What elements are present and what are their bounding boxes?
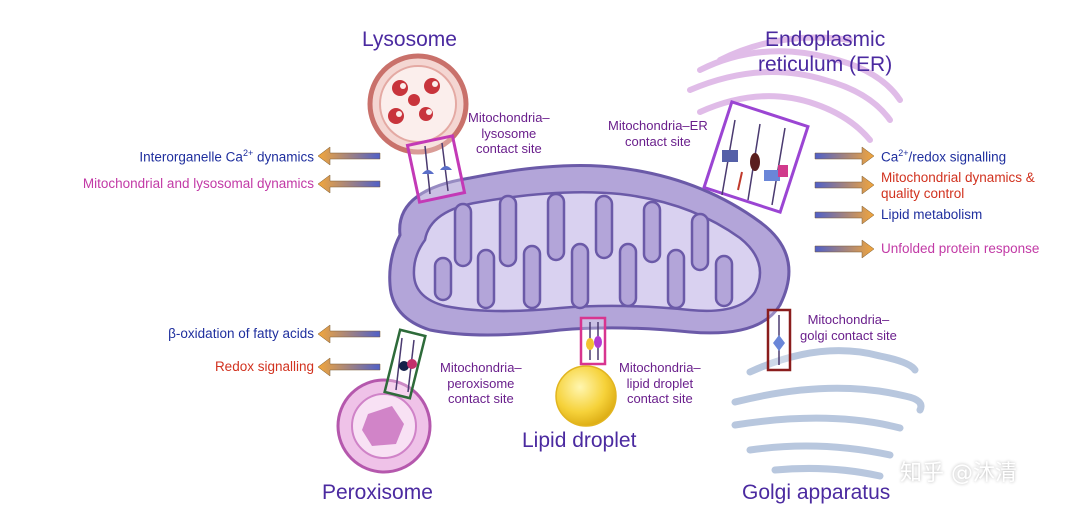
func-upr: Unfolded protein response [881,241,1040,256]
er-title: Endoplasmic reticulum (ER) [758,28,893,77]
func-redox-signalling: Redox signalling [214,359,314,374]
arrow-redox-left [317,357,381,377]
arrow-lipid-right [814,205,875,225]
lysosome-organelle [367,53,469,155]
golgi-title: Golgi apparatus [742,481,891,504]
func-ca-redox: Ca2+/redox signalling [881,148,1007,165]
right-arrows [814,146,875,259]
arrow-mito-dyn-right [814,175,875,195]
golgi-contact-label: Mitochondria– golgi contact site [800,312,897,343]
arrow-mito-lyso-left [317,174,381,194]
arrow-ca-right [814,146,875,166]
arrow-beta-ox-left [317,324,381,344]
er-contact-label: Mitochondria–ER contact site [608,118,708,149]
golgi-organelle [731,347,925,480]
arrow-upr-right [814,239,875,259]
mitochondrion [388,164,791,337]
lipid-droplet-contact-label: Mitochondria– lipid droplet contact site [619,360,701,407]
golgi-contact-box [766,308,792,372]
peroxisome-organelle [336,328,432,474]
peroxisome-contact-label: Mitochondria– peroxisome contact site [440,360,522,407]
watermark: 知乎 @沐清 [900,461,1017,486]
lipid-droplet-organelle [555,316,617,427]
lysosome-contact-box [405,134,467,204]
er-contact-box [702,99,810,215]
func-mito-dynamics-qc: Mitochondrial dynamics & quality control [881,170,1035,202]
func-beta-oxidation: β-oxidation of fatty acids [168,326,314,341]
func-interorganelle-ca: Interorganelle Ca2+ dynamics [139,148,314,165]
arrow-ca-left [317,146,381,166]
lysosome-title: Lysosome [362,28,457,51]
func-mito-lyso-dynamics: Mitochondrial and lysosomal dynamics [82,176,314,191]
peroxisome-title: Peroxisome [322,481,433,504]
func-lipid-metabolism: Lipid metabolism [881,207,983,222]
lipid-droplet-title: Lipid droplet [522,429,637,452]
left-arrows [317,146,381,377]
lysosome-contact-label: Mitochondria– lysosome contact site [468,110,550,157]
